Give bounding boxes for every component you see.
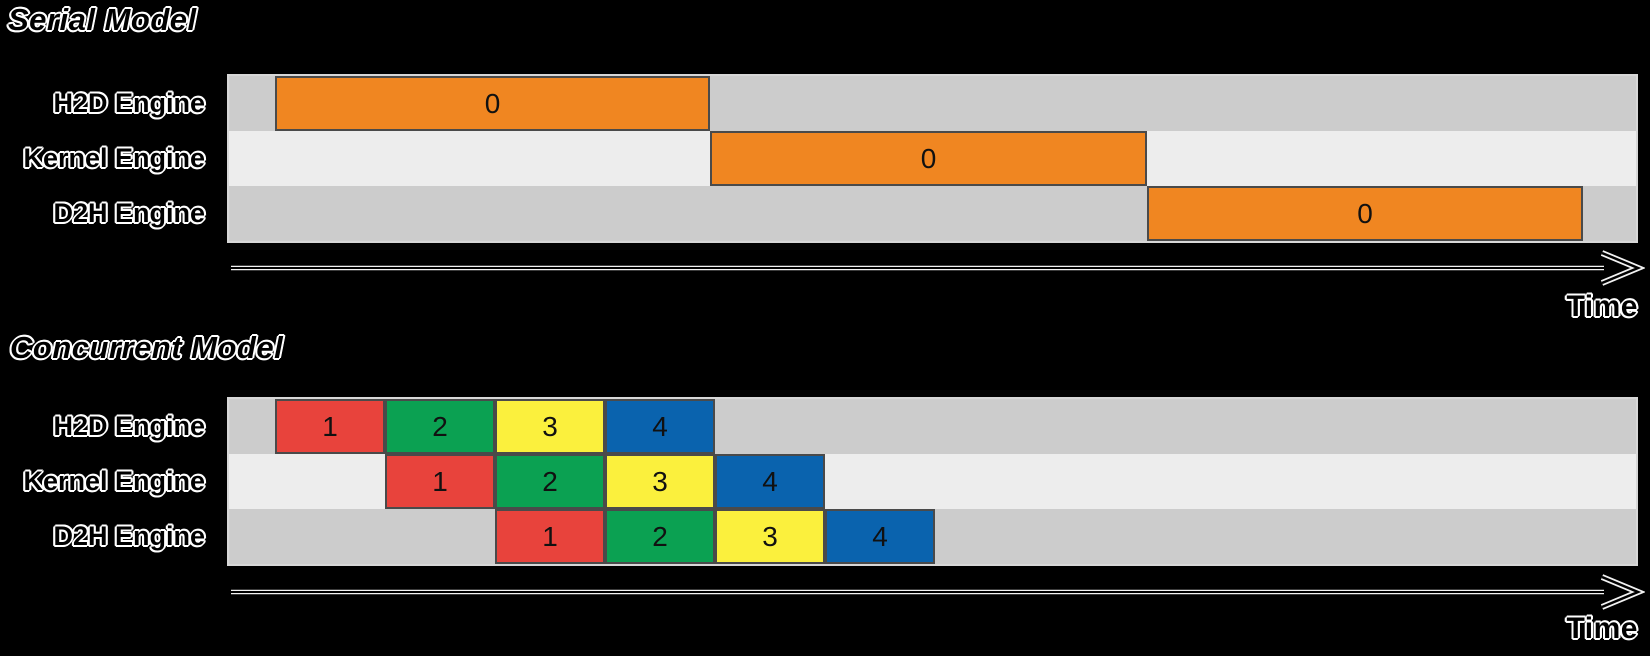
serial-row-label-d2h-engine: D2H Engine bbox=[53, 198, 205, 228]
concurrent-row-label-h2d-engine: H2D Engine bbox=[53, 411, 205, 441]
serial-time-axis-label: Time bbox=[1566, 290, 1638, 323]
concurrent-task-bar-2: 2 bbox=[495, 454, 605, 509]
serial-lane-1: 0 bbox=[229, 76, 1636, 131]
concurrent-row-label-kernel-engine: Kernel Engine bbox=[23, 466, 205, 496]
concurrent-task-bar-4: 4 bbox=[605, 399, 715, 454]
concurrent-task-bar-4: 4 bbox=[715, 454, 825, 509]
concurrent-time-axis-arrow bbox=[231, 574, 1645, 610]
serial-model-title: Serial Model bbox=[8, 2, 197, 37]
concurrent-row-label-d2h-engine: D2H Engine bbox=[53, 521, 205, 551]
serial-task-bar-0: 0 bbox=[275, 76, 710, 131]
serial-task-bar-0: 0 bbox=[1147, 186, 1583, 241]
concurrent-task-bar-3: 3 bbox=[715, 509, 825, 564]
concurrent-task-bar-1: 1 bbox=[275, 399, 385, 454]
concurrent-time-axis-label: Time bbox=[1566, 612, 1638, 645]
serial-row-label-kernel-engine: Kernel Engine bbox=[23, 143, 205, 173]
concurrent-task-bar-2: 2 bbox=[605, 509, 715, 564]
serial-task-bar-0: 0 bbox=[710, 131, 1147, 186]
concurrent-model-title: Concurrent Model bbox=[10, 330, 284, 365]
serial-row-label-h2d-engine: H2D Engine bbox=[53, 88, 205, 118]
concurrent-task-bar-3: 3 bbox=[495, 399, 605, 454]
concurrent-task-bar-1: 1 bbox=[495, 509, 605, 564]
serial-time-axis-arrow bbox=[231, 250, 1645, 286]
serial-lane-2: 0 bbox=[229, 131, 1636, 186]
concurrent-task-bar-3: 3 bbox=[605, 454, 715, 509]
serial-lane-3: 0 bbox=[229, 186, 1636, 241]
concurrent-task-bar-2: 2 bbox=[385, 399, 495, 454]
concurrent-task-bar-1: 1 bbox=[385, 454, 495, 509]
concurrent-task-bar-4: 4 bbox=[825, 509, 935, 564]
